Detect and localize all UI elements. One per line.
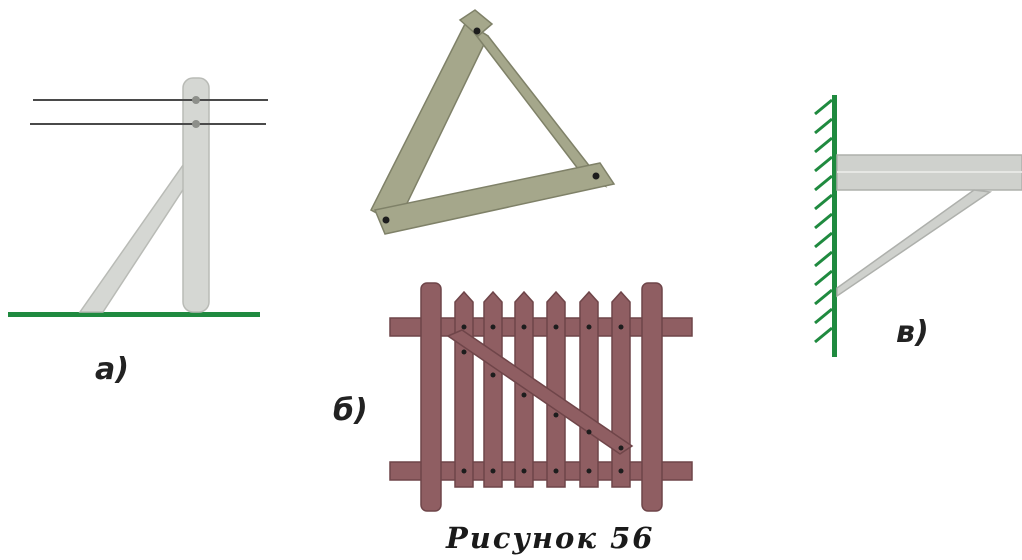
nail [554, 325, 559, 330]
fence-picket [455, 292, 473, 487]
nail [619, 325, 624, 330]
nail [462, 350, 467, 355]
fence-post-right [642, 283, 662, 511]
nail [619, 446, 624, 451]
fence-gate [390, 283, 692, 511]
ground-line [8, 312, 260, 317]
pole-diagram [8, 78, 268, 317]
nail [554, 469, 559, 474]
pole-strut [80, 158, 188, 312]
nail [587, 469, 592, 474]
nail [474, 28, 481, 35]
label-b: б) [333, 396, 368, 426]
label-a: а) [95, 355, 129, 385]
insulator [192, 120, 200, 128]
plank-triangle [371, 10, 614, 234]
nail [491, 325, 496, 330]
insulator [192, 96, 200, 104]
nail [491, 373, 496, 378]
fence-post-left [421, 283, 441, 511]
fence-diagonal-brace [448, 330, 632, 454]
nail [491, 469, 496, 474]
nail [462, 469, 467, 474]
nail [522, 325, 527, 330]
nail [593, 173, 600, 180]
nail [383, 217, 390, 224]
nail [522, 393, 527, 398]
bracket-strut [837, 190, 990, 296]
nail [554, 413, 559, 418]
wall-hatching [815, 100, 832, 342]
nail [462, 325, 467, 330]
nail [587, 430, 592, 435]
fence-picket [580, 292, 598, 487]
fence-picket [484, 292, 502, 487]
utility-pole [183, 78, 209, 312]
nail [587, 325, 592, 330]
plank-right [466, 22, 605, 186]
label-v: в) [896, 318, 929, 348]
fence-picket [612, 292, 630, 487]
nail [619, 469, 624, 474]
nail [522, 469, 527, 474]
wall [832, 95, 837, 357]
figure-caption: Рисунок 56 [446, 524, 654, 553]
